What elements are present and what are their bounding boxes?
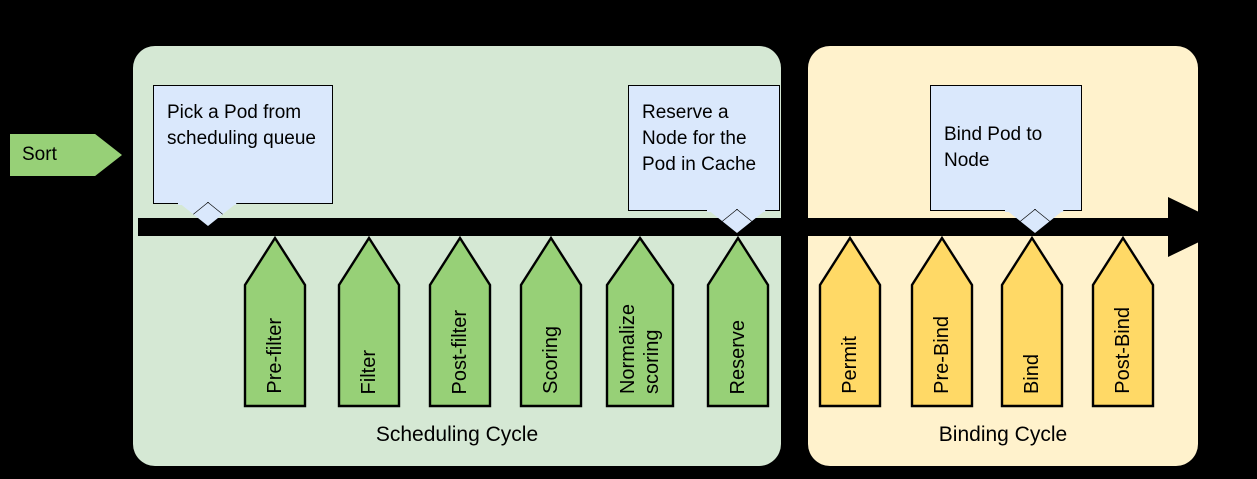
pentagon-shape-icon bbox=[910, 236, 974, 408]
plugin-filter[interactable]: Filter bbox=[337, 236, 401, 408]
plugin-label-wrap: Post-Bind bbox=[1091, 307, 1155, 394]
callout-bind-pod: Bind Pod to Node bbox=[930, 85, 1082, 233]
plugin-post-bind-label: Post-Bind bbox=[1112, 307, 1134, 394]
callout-reserve-node: Reserve a Node for the Pod in Cache bbox=[628, 85, 780, 233]
plugin-reserve[interactable]: Reserve bbox=[706, 236, 770, 408]
pentagon-shape-icon bbox=[337, 236, 401, 408]
sort-stage-arrow[interactable]: Sort bbox=[10, 134, 122, 176]
plugin-bind[interactable]: Bind bbox=[1000, 236, 1064, 408]
plugin-label-wrap: Bind bbox=[1000, 354, 1064, 394]
plugin-post-bind[interactable]: Post-Bind bbox=[1091, 236, 1155, 408]
plugin-label-wrap: Post-filter bbox=[428, 310, 492, 394]
callout-pick-pod-text: Pick a Pod from scheduling queue bbox=[167, 102, 316, 149]
binding-cycle-label: Binding Cycle bbox=[938, 423, 1068, 446]
plugin-label-wrap: Filter bbox=[337, 350, 401, 394]
plugin-permit-label: Permit bbox=[839, 336, 861, 394]
plugin-pre-bind[interactable]: Pre-Bind bbox=[910, 236, 974, 408]
plugin-pre-bind-label: Pre-Bind bbox=[931, 316, 953, 394]
scheduling-cycle-label: Scheduling Cycle bbox=[375, 423, 539, 446]
plugin-label-wrap: Reserve bbox=[706, 320, 770, 394]
plugin-pre-filter-label: Pre-filter bbox=[264, 318, 286, 394]
plugin-label-wrap: Permit bbox=[818, 336, 882, 394]
plugin-label-wrap: Pre-filter bbox=[243, 318, 307, 394]
plugin-bind-label: Bind bbox=[1021, 353, 1043, 394]
plugin-normalize-scoring-label: Normalize scoring bbox=[617, 303, 663, 394]
timeline-bar bbox=[138, 218, 1170, 236]
timeline-arrowhead-icon bbox=[1168, 197, 1230, 257]
plugin-normalize-scoring[interactable]: Normalize scoring bbox=[605, 236, 675, 408]
pentagon-shape-icon bbox=[243, 236, 307, 408]
plugin-scoring-label: Scoring bbox=[540, 326, 562, 394]
plugin-label-wrap: Normalize scoring bbox=[605, 304, 675, 394]
plugin-post-filter-label: Post-filter bbox=[449, 309, 471, 394]
plugin-label-wrap: Pre-Bind bbox=[910, 316, 974, 394]
callout-bind-pod-text: Bind Pod to Node bbox=[944, 124, 1043, 171]
pentagon-shape-icon bbox=[428, 236, 492, 408]
pentagon-shape-icon bbox=[1091, 236, 1155, 408]
pentagon-shape-icon bbox=[1000, 236, 1064, 408]
plugin-scoring[interactable]: Scoring bbox=[519, 236, 583, 408]
sort-stage-label: Sort bbox=[22, 144, 57, 165]
pentagon-shape-icon bbox=[605, 236, 675, 408]
plugin-reserve-label: Reserve bbox=[727, 319, 749, 394]
plugin-post-filter[interactable]: Post-filter bbox=[428, 236, 492, 408]
pentagon-shape-icon bbox=[706, 236, 770, 408]
plugin-permit[interactable]: Permit bbox=[818, 236, 882, 408]
plugin-pre-filter[interactable]: Pre-filter bbox=[243, 236, 307, 408]
plugin-filter-label: Filter bbox=[358, 349, 380, 394]
callout-reserve-node-text: Reserve a Node for the Pod in Cache bbox=[642, 102, 757, 175]
pentagon-shape-icon bbox=[519, 236, 583, 408]
plugin-label-wrap: Scoring bbox=[519, 326, 583, 394]
pentagon-shape-icon bbox=[818, 236, 882, 408]
callout-pick-pod: Pick a Pod from scheduling queue bbox=[153, 85, 333, 226]
